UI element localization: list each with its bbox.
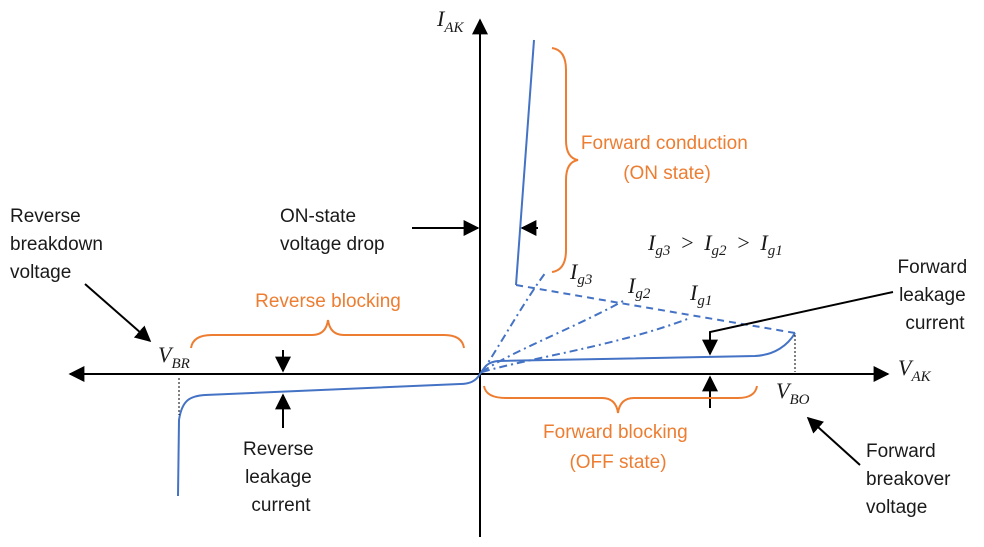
on-state-drop-label: ON-state voltage drop [280, 206, 385, 255]
ig1-label: Ig1 [689, 280, 712, 309]
ig3-curve [481, 271, 547, 373]
forward-conduction-brace [551, 47, 579, 273]
vbo-label: VBO [776, 378, 810, 408]
reverse-curve [177, 373, 481, 497]
reverse-blocking-label: Reverse blocking [255, 291, 401, 312]
forward-breakover-arrow [806, 416, 861, 466]
vbr-label: VBR [158, 342, 190, 372]
ig1-curve [481, 317, 691, 373]
forward-leakage-label: Forward leakage current [898, 257, 973, 334]
reverse-breakdown-label: Reverse breakdown voltage [10, 206, 108, 283]
y-axis-label: IAK [436, 6, 464, 36]
ig2-label: Ig2 [627, 273, 651, 302]
reverse-blocking-brace [190, 319, 465, 349]
x-axis-label: VAK [898, 355, 932, 385]
on-state-curve [515, 39, 535, 286]
forward-blocking-label: Forward blocking (OFF state) [543, 422, 693, 473]
forward-conduction-label: Forward conduction (ON state) [581, 133, 753, 184]
reverse-leakage-label: Reverse leakage current [243, 439, 319, 516]
forward-breakover-label: Forward breakover voltage [866, 441, 956, 518]
reverse-breakdown-arrow [84, 283, 152, 343]
negative-resistance-line [515, 284, 796, 334]
ig3-label: Ig3 [569, 259, 592, 288]
gate-relation: Ig3 > Ig2 > Ig1 [647, 230, 783, 260]
forward-leakage-pointer [702, 291, 894, 356]
ig2-curve [481, 299, 626, 373]
forward-blocking-brace [483, 385, 758, 414]
forward-curve [479, 332, 796, 375]
